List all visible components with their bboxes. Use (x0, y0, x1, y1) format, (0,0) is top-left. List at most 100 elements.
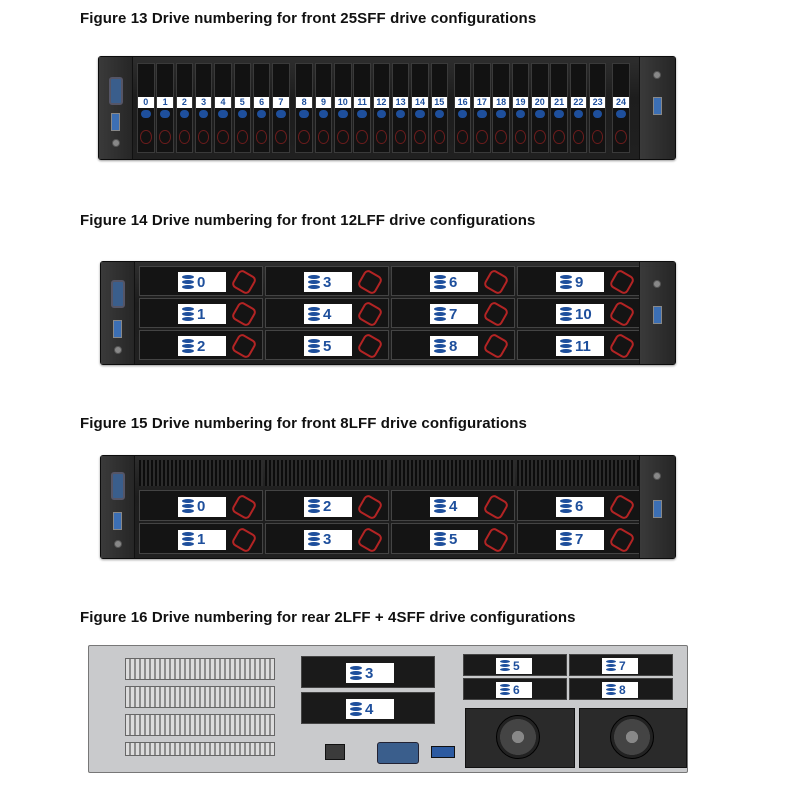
led-ring-icon (337, 130, 349, 144)
power-button-icon[interactable] (114, 346, 122, 354)
led-ring-icon (140, 130, 152, 144)
rear-lff-bay-4[interactable]: 4 (301, 692, 435, 724)
sff-drive-bay-3[interactable]: 3 (194, 63, 213, 153)
lff-drive-bay-2[interactable]: 2 (265, 490, 389, 521)
rear-sff-bay-7[interactable]: 7 (569, 654, 673, 676)
sff-drive-bay-21[interactable]: 21 (550, 63, 568, 153)
fan-icon (610, 715, 654, 759)
lff-drive-bay-5[interactable]: 5 (391, 523, 515, 554)
sff-drive-bay-5[interactable]: 5 (233, 63, 252, 153)
figure-14-title: Figure 14 Drive numbering for front 12LF… (80, 212, 536, 229)
lff-drive-bay-4[interactable]: 4 (391, 490, 515, 521)
led-ring-icon (456, 130, 469, 144)
sff-drive-bay-7[interactable]: 7 (272, 63, 290, 153)
lff-drive-bay-2[interactable]: 2 (139, 330, 263, 360)
vent-grill (139, 460, 263, 486)
rear-sff-bay-6[interactable]: 6 (463, 678, 567, 700)
pcie-slot (125, 742, 275, 756)
sff-drive-bay-4[interactable]: 4 (214, 63, 232, 153)
lff-drive-bay-1[interactable]: 1 (139, 523, 263, 554)
led-ring-icon (553, 130, 565, 144)
lff-drive-bay-5[interactable]: 5 (265, 330, 389, 360)
drive-number-label: 23 (589, 97, 606, 108)
drive-number-label: 13 (392, 97, 409, 108)
sff-drive-bay-2[interactable]: 2 (175, 63, 194, 153)
database-icon (376, 110, 387, 118)
sff-drive-bay-8[interactable]: 8 (295, 63, 313, 153)
sff-drive-bay-11[interactable]: 11 (353, 63, 371, 153)
sff-drive-bay-13[interactable]: 13 (391, 63, 410, 153)
led-ring-icon (482, 300, 510, 328)
led-ring-icon (159, 130, 171, 144)
fan-icon (496, 715, 540, 759)
led-ring-icon (591, 130, 604, 144)
drive-number-label: 10 (335, 97, 351, 108)
database-icon (515, 110, 526, 118)
drive-number-label: 9 (556, 272, 604, 292)
led-ring-icon (608, 525, 636, 554)
sff-drive-bay-17[interactable]: 17 (473, 63, 491, 153)
database-icon (573, 110, 584, 118)
drive-number-label: 8 (602, 682, 638, 698)
drive-number-label: 4 (304, 304, 352, 324)
rear-sff-bay-5[interactable]: 5 (463, 654, 567, 676)
database-icon (141, 110, 151, 118)
drive-number-label: 7 (602, 658, 638, 674)
uid-button-icon[interactable] (653, 71, 661, 79)
sff-drive-bay-16[interactable]: 16 (453, 63, 472, 153)
led-ring-icon (255, 130, 268, 144)
lff-drive-bay-4[interactable]: 4 (265, 298, 389, 328)
rear-sff-bay-8[interactable]: 8 (569, 678, 673, 700)
sff-drive-bay-10[interactable]: 10 (334, 63, 352, 153)
database-icon (350, 665, 362, 681)
led-ring-icon (608, 332, 636, 360)
lff-drive-bay-3[interactable]: 3 (265, 523, 389, 554)
lff-drive-bay-7[interactable]: 7 (391, 298, 515, 328)
sff-drive-bay-23[interactable]: 23 (588, 63, 607, 153)
lff-drive-bay-9[interactable]: 9 (517, 266, 641, 296)
power-button-icon[interactable] (114, 540, 122, 548)
lff-drive-bay-1[interactable]: 1 (139, 298, 263, 328)
sff-drive-bay-22[interactable]: 22 (569, 63, 588, 153)
sff-drive-bay-24[interactable]: 24 (612, 63, 630, 153)
uid-button-icon[interactable] (653, 280, 661, 288)
uid-button-icon[interactable] (653, 472, 661, 480)
drive-number-label: 19 (512, 97, 529, 108)
drive-number-label: 2 (178, 336, 226, 356)
sff-drive-bay-9[interactable]: 9 (314, 63, 333, 153)
lff-drive-bay-6[interactable]: 6 (391, 266, 515, 296)
sff-drive-bay-18[interactable]: 18 (492, 63, 510, 153)
led-ring-icon (275, 130, 287, 144)
database-icon (457, 110, 468, 118)
power-supply-2 (579, 708, 687, 768)
right-ear (639, 57, 675, 159)
led-ring-icon (482, 268, 510, 296)
sff-drive-bay-14[interactable]: 14 (411, 63, 429, 153)
figure-13-title: Figure 13 Drive numbering for front 25SF… (80, 10, 537, 27)
rear-lff-bay-3[interactable]: 3 (301, 656, 435, 688)
lff-drive-bay-7[interactable]: 7 (517, 523, 641, 554)
sff-drive-bay-15[interactable]: 15 (430, 63, 449, 153)
lff-drive-bay-0[interactable]: 0 (139, 266, 263, 296)
drive-number-label: 1 (178, 529, 226, 550)
lff-drive-bay-11[interactable]: 11 (517, 330, 641, 360)
sff-drive-bay-19[interactable]: 19 (511, 63, 530, 153)
lff-drive-bay-0[interactable]: 0 (139, 490, 263, 521)
database-icon (592, 110, 603, 118)
lff-drive-bay-3[interactable]: 3 (265, 266, 389, 296)
power-button-icon[interactable] (112, 139, 120, 147)
database-icon (308, 532, 320, 547)
vga-port-icon (111, 280, 125, 308)
sff-drive-bay-1[interactable]: 1 (156, 63, 174, 153)
database-icon (182, 306, 194, 322)
sff-drive-bay-12[interactable]: 12 (372, 63, 391, 153)
sff-drive-bay-20[interactable]: 20 (531, 63, 549, 153)
lff-drive-bay-10[interactable]: 10 (517, 298, 641, 328)
lff-drive-bay-8[interactable]: 8 (391, 330, 515, 360)
sff-drive-bay-0[interactable]: 0 (137, 63, 155, 153)
database-icon (535, 110, 545, 118)
sff-drive-bay-6[interactable]: 6 (252, 63, 271, 153)
lff-drive-bay-6[interactable]: 6 (517, 490, 641, 521)
